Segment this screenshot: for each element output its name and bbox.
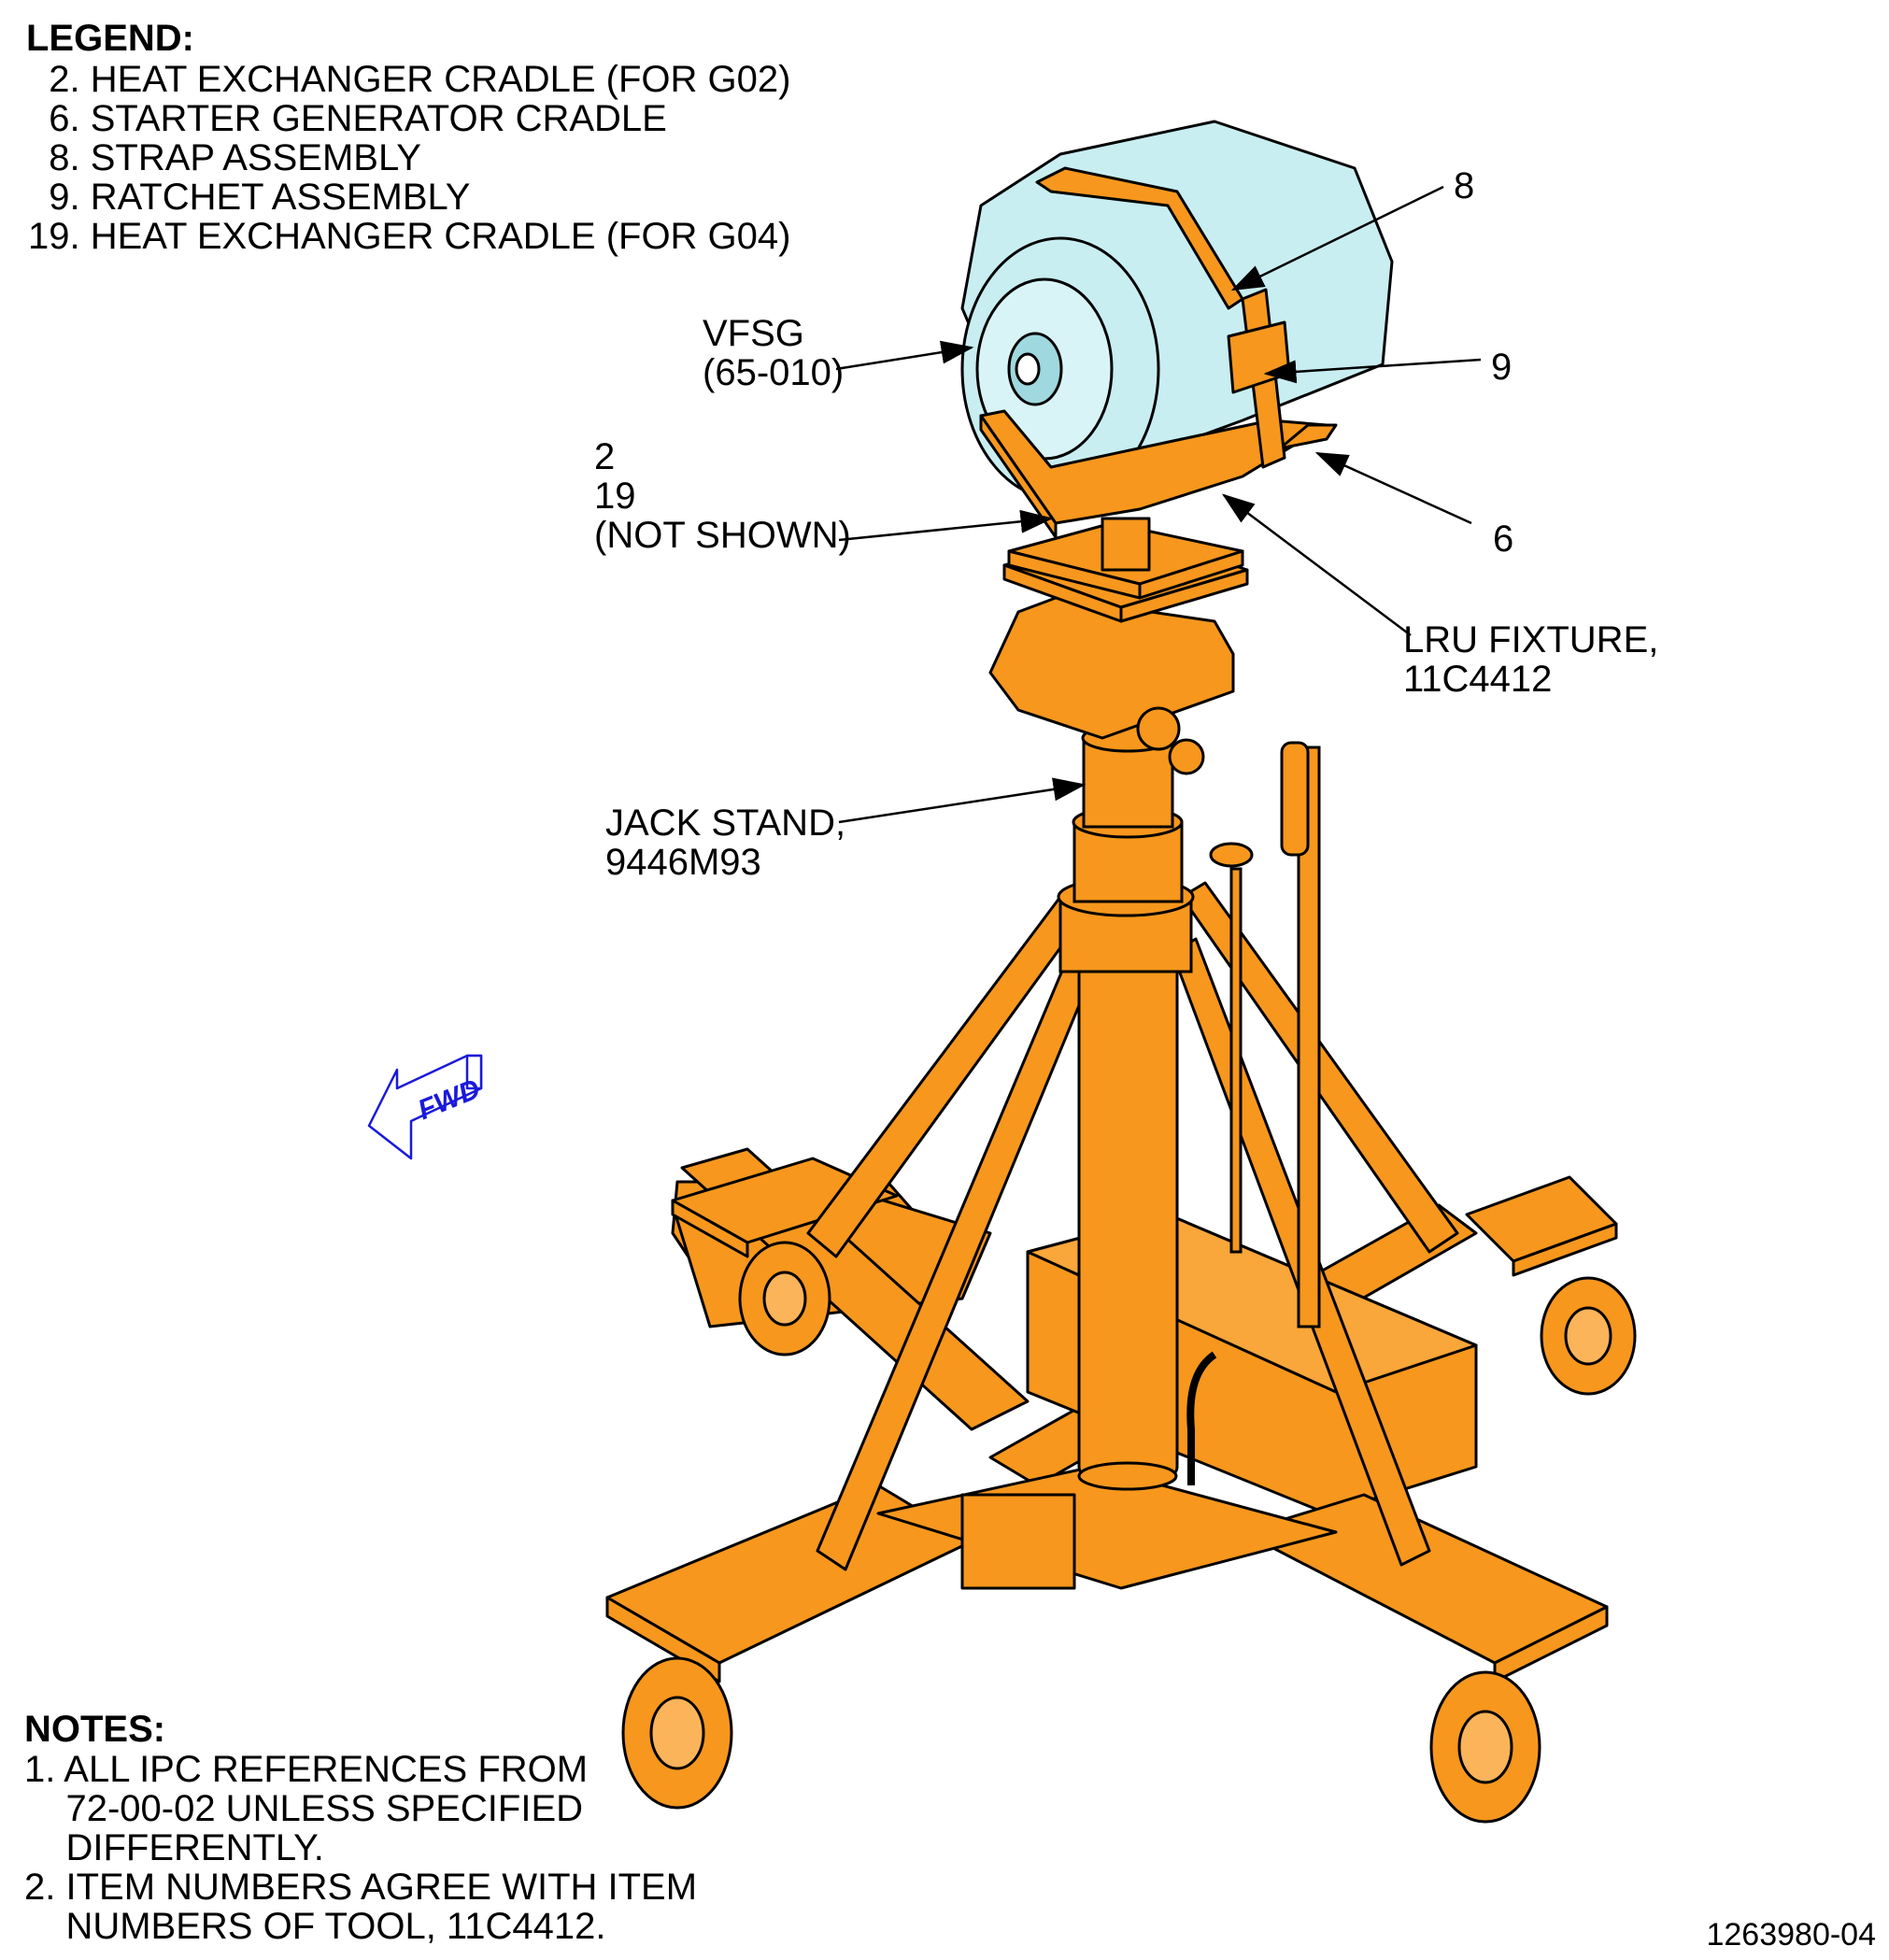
note-line: 2. ITEM NUMBERS AGREE WITH ITEM bbox=[24, 1867, 698, 1908]
callout-not-shown-19: 19 bbox=[594, 476, 636, 517]
leader-lines bbox=[835, 185, 1482, 824]
note-line: NUMBERS OF TOOL, 11C4412. bbox=[24, 1906, 606, 1947]
callout-not-shown-2: 2 bbox=[594, 436, 616, 477]
callout-item-6: 6 bbox=[1493, 518, 1514, 560]
legend-item: 6. STARTER GENERATOR CRADLE bbox=[28, 98, 667, 139]
callout-vfsg-ref: (65-010) bbox=[703, 352, 845, 393]
callout-jack-stand-ref: 9446M93 bbox=[605, 842, 761, 883]
callout-vfsg: VFSG bbox=[703, 313, 804, 354]
figure-id: 1263980-04 bbox=[1706, 1917, 1876, 1953]
callout-item-9: 9 bbox=[1491, 347, 1513, 388]
legend-item: 8. STRAP ASSEMBLY bbox=[28, 137, 421, 178]
callout-lru-fixture-ref: 11C4412 bbox=[1403, 659, 1553, 700]
lru-fixture bbox=[1007, 517, 1244, 600]
callout-jack-stand: JACK STAND, bbox=[605, 802, 846, 844]
callout-lru-fixture: LRU FIXTURE, bbox=[1403, 619, 1659, 660]
note-line: DIFFERENTLY. bbox=[24, 1827, 324, 1868]
legend-item: 19. HEAT EXCHANGER CRADLE (FOR G04) bbox=[28, 216, 791, 257]
note-line: 1. ALL IPC REFERENCES FROM bbox=[24, 1749, 589, 1790]
callout-item-8: 8 bbox=[1454, 165, 1475, 206]
legend-item: 2. HEAT EXCHANGER CRADLE (FOR G02) bbox=[28, 59, 791, 100]
pump-handle bbox=[1186, 741, 1321, 1485]
column bbox=[1057, 723, 1195, 1491]
legend-title: LEGEND: bbox=[26, 18, 194, 59]
fwd-arrow-icon bbox=[367, 1054, 483, 1160]
callout-not-shown: (NOT SHOWN) bbox=[594, 515, 851, 556]
notes-title: NOTES: bbox=[24, 1709, 166, 1750]
vfsg-generator bbox=[960, 120, 1394, 502]
note-line: 72-00-02 UNLESS SPECIFIED bbox=[24, 1788, 584, 1829]
legend-item: 9. RATCHET ASSEMBLY bbox=[28, 177, 471, 218]
casters bbox=[621, 1241, 1637, 1824]
